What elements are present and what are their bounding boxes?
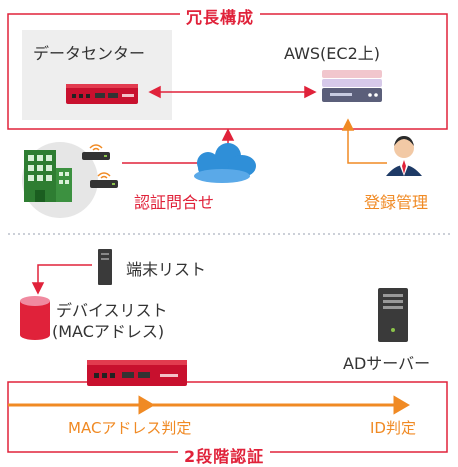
terminal-list-label: 端末リスト bbox=[126, 260, 207, 279]
registration-arrow bbox=[341, 118, 387, 164]
device-list-sublabel: (MACアドレス) bbox=[52, 322, 165, 341]
lower-appliance-icon bbox=[87, 360, 187, 386]
id-check-arrow bbox=[152, 395, 410, 415]
terminal-tower-icon bbox=[98, 249, 112, 285]
aws-label: AWS(EC2上) bbox=[284, 44, 380, 63]
terminal-to-db-arrow bbox=[31, 264, 92, 295]
auth-query-label: 認証問合せ bbox=[134, 193, 215, 212]
id-check-label: ID判定 bbox=[370, 419, 416, 437]
two-step-title: 2段階認証 bbox=[178, 443, 271, 467]
admin-person-icon bbox=[386, 136, 422, 176]
database-icon bbox=[20, 296, 50, 340]
datacenter-label: データセンター bbox=[33, 44, 146, 63]
mac-check-arrow bbox=[8, 395, 155, 415]
mac-check-label: MACアドレス判定 bbox=[68, 419, 192, 437]
registration-label: 登録管理 bbox=[364, 193, 429, 212]
cloud-icon bbox=[194, 143, 256, 183]
access-point-icon-2 bbox=[90, 172, 118, 188]
redundancy-title: 冗長構成 bbox=[180, 4, 261, 28]
ad-server-icon bbox=[378, 288, 408, 342]
sync-double-arrow bbox=[148, 85, 317, 99]
device-list-label: デバイスリスト bbox=[56, 301, 168, 320]
access-point-icon-1 bbox=[82, 144, 110, 160]
datacenter-appliance-icon bbox=[66, 84, 138, 104]
datacenter-panel bbox=[22, 30, 172, 120]
office-building-icon bbox=[22, 142, 98, 218]
aws-server-icon bbox=[322, 70, 382, 102]
ad-server-label: ADサーバー bbox=[343, 354, 431, 373]
